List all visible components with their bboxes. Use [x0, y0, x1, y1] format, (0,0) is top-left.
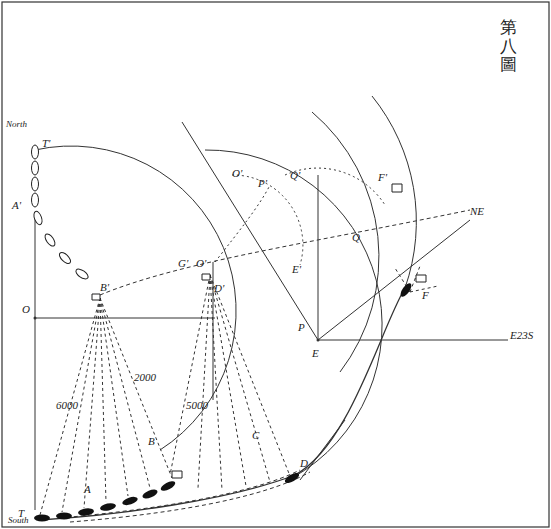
point-label: 2000 — [134, 372, 156, 383]
point-label: D — [300, 458, 308, 469]
point-label: F — [422, 290, 429, 301]
point-label: B — [148, 436, 155, 447]
point-label: South — [8, 516, 29, 525]
point-label: O' — [196, 258, 206, 269]
point-label: North — [6, 120, 27, 129]
point-label: 6000 — [56, 400, 78, 411]
point-label: D' — [214, 283, 224, 294]
point-label: G' — [178, 258, 188, 269]
point-label: Q' — [290, 170, 300, 181]
point-label: C — [252, 430, 259, 441]
point-label: T' — [42, 138, 50, 149]
point-label: B' — [100, 282, 109, 293]
point-label: NE — [470, 206, 484, 217]
point-label: E' — [292, 264, 301, 275]
point-label: P — [298, 322, 305, 333]
point-label: E23S — [510, 330, 533, 341]
point-label: E — [312, 348, 319, 359]
point-label: P' — [258, 178, 267, 189]
point-label: O' — [232, 168, 242, 179]
point-label: Q — [352, 232, 360, 243]
point-label: A' — [12, 200, 21, 211]
point-label: A — [84, 484, 91, 495]
point-label: 5000 — [186, 400, 208, 411]
point-label: F' — [378, 172, 387, 183]
point-label: O — [22, 304, 30, 315]
figure-title: 第八圖 — [500, 18, 517, 74]
